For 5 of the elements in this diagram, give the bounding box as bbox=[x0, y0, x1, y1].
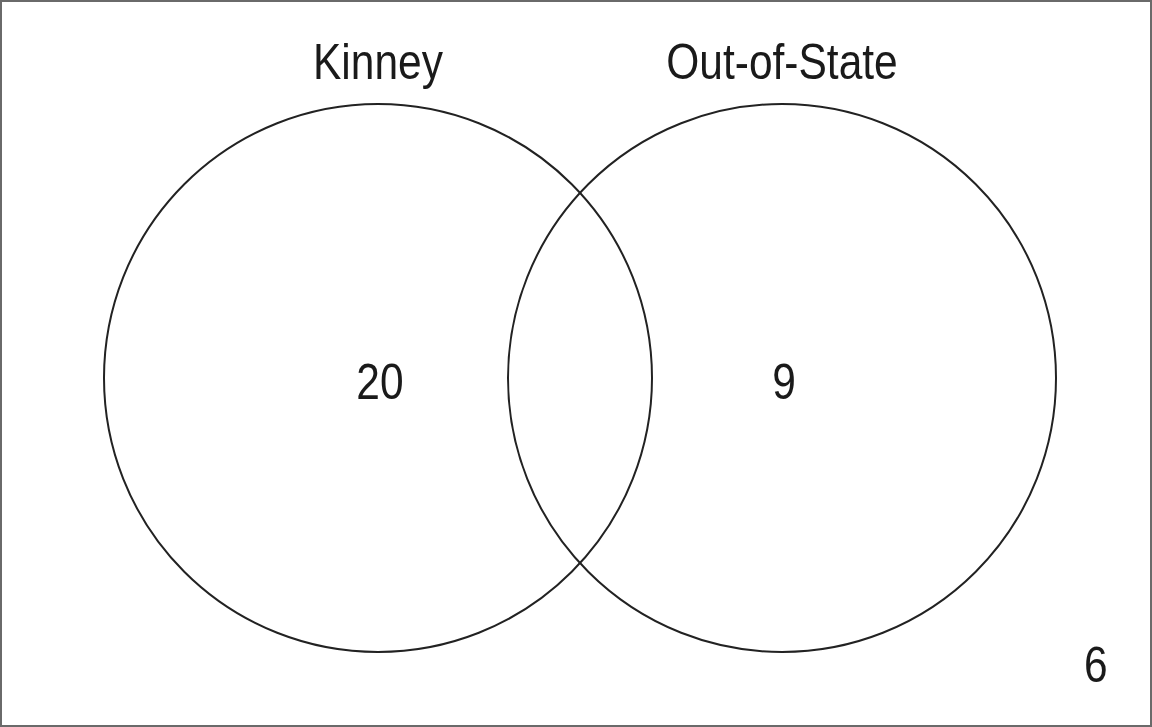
count-label: 9 bbox=[772, 354, 796, 410]
count-label: 6 bbox=[1084, 637, 1108, 693]
set-label: Out-of-State bbox=[665, 34, 899, 90]
count-label: 20 bbox=[356, 354, 404, 410]
set-label: Kinney bbox=[312, 34, 444, 90]
